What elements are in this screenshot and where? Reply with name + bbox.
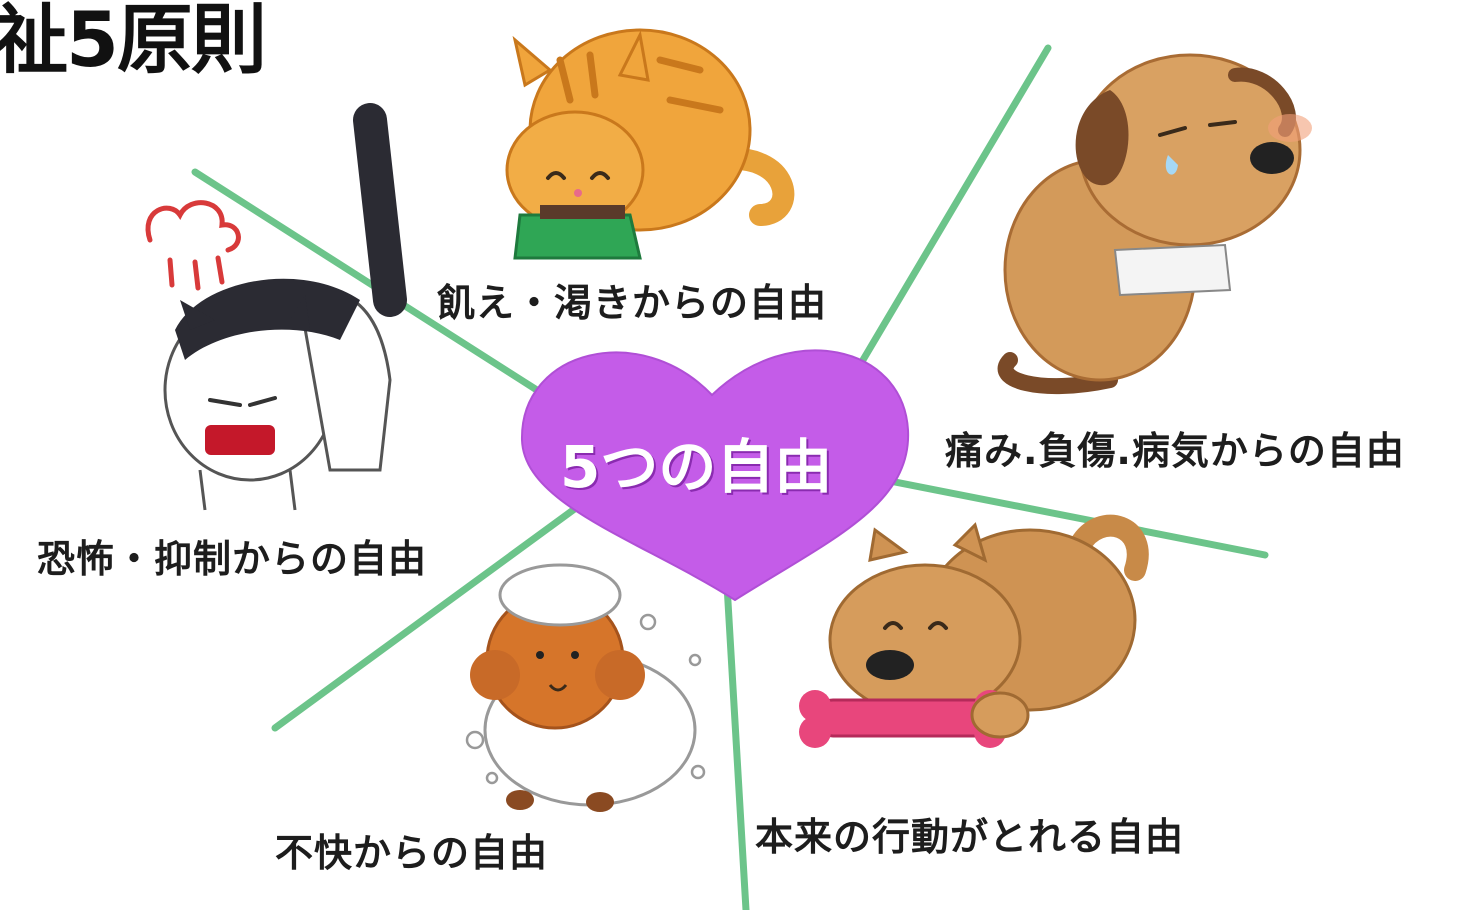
freedom-pain-label: 痛み.負傷.病気からの自由 bbox=[945, 429, 1405, 473]
spoke-behavior bbox=[881, 476, 1269, 559]
dog-with-bone-icon bbox=[799, 514, 1149, 748]
page-title: 祉5原則 bbox=[0, 0, 267, 84]
spoke-behavior-lower bbox=[723, 581, 750, 910]
freedom-discomfort-label: 不快からの自由 bbox=[275, 831, 549, 875]
center-heart-label: 5つの自由 bbox=[560, 433, 833, 501]
spoke-pain bbox=[856, 44, 1052, 369]
eating-cat-icon bbox=[505, 28, 795, 260]
bubbly-poodle-icon bbox=[465, 563, 706, 812]
freedom-hunger-label: 飢え・渇きからの自由 bbox=[437, 281, 828, 325]
spoke-discomfort bbox=[271, 501, 584, 732]
spokes bbox=[191, 44, 1269, 910]
center-heart bbox=[520, 349, 910, 602]
spoke-fear bbox=[191, 168, 544, 396]
injured-crying-dog-icon bbox=[997, 53, 1312, 395]
freedom-behavior-label: 本来の行動がとれる自由 bbox=[755, 815, 1185, 859]
freedom-fear-label: 恐怖・抑制からの自由 bbox=[37, 537, 428, 581]
angry-cat-icon bbox=[145, 103, 407, 511]
